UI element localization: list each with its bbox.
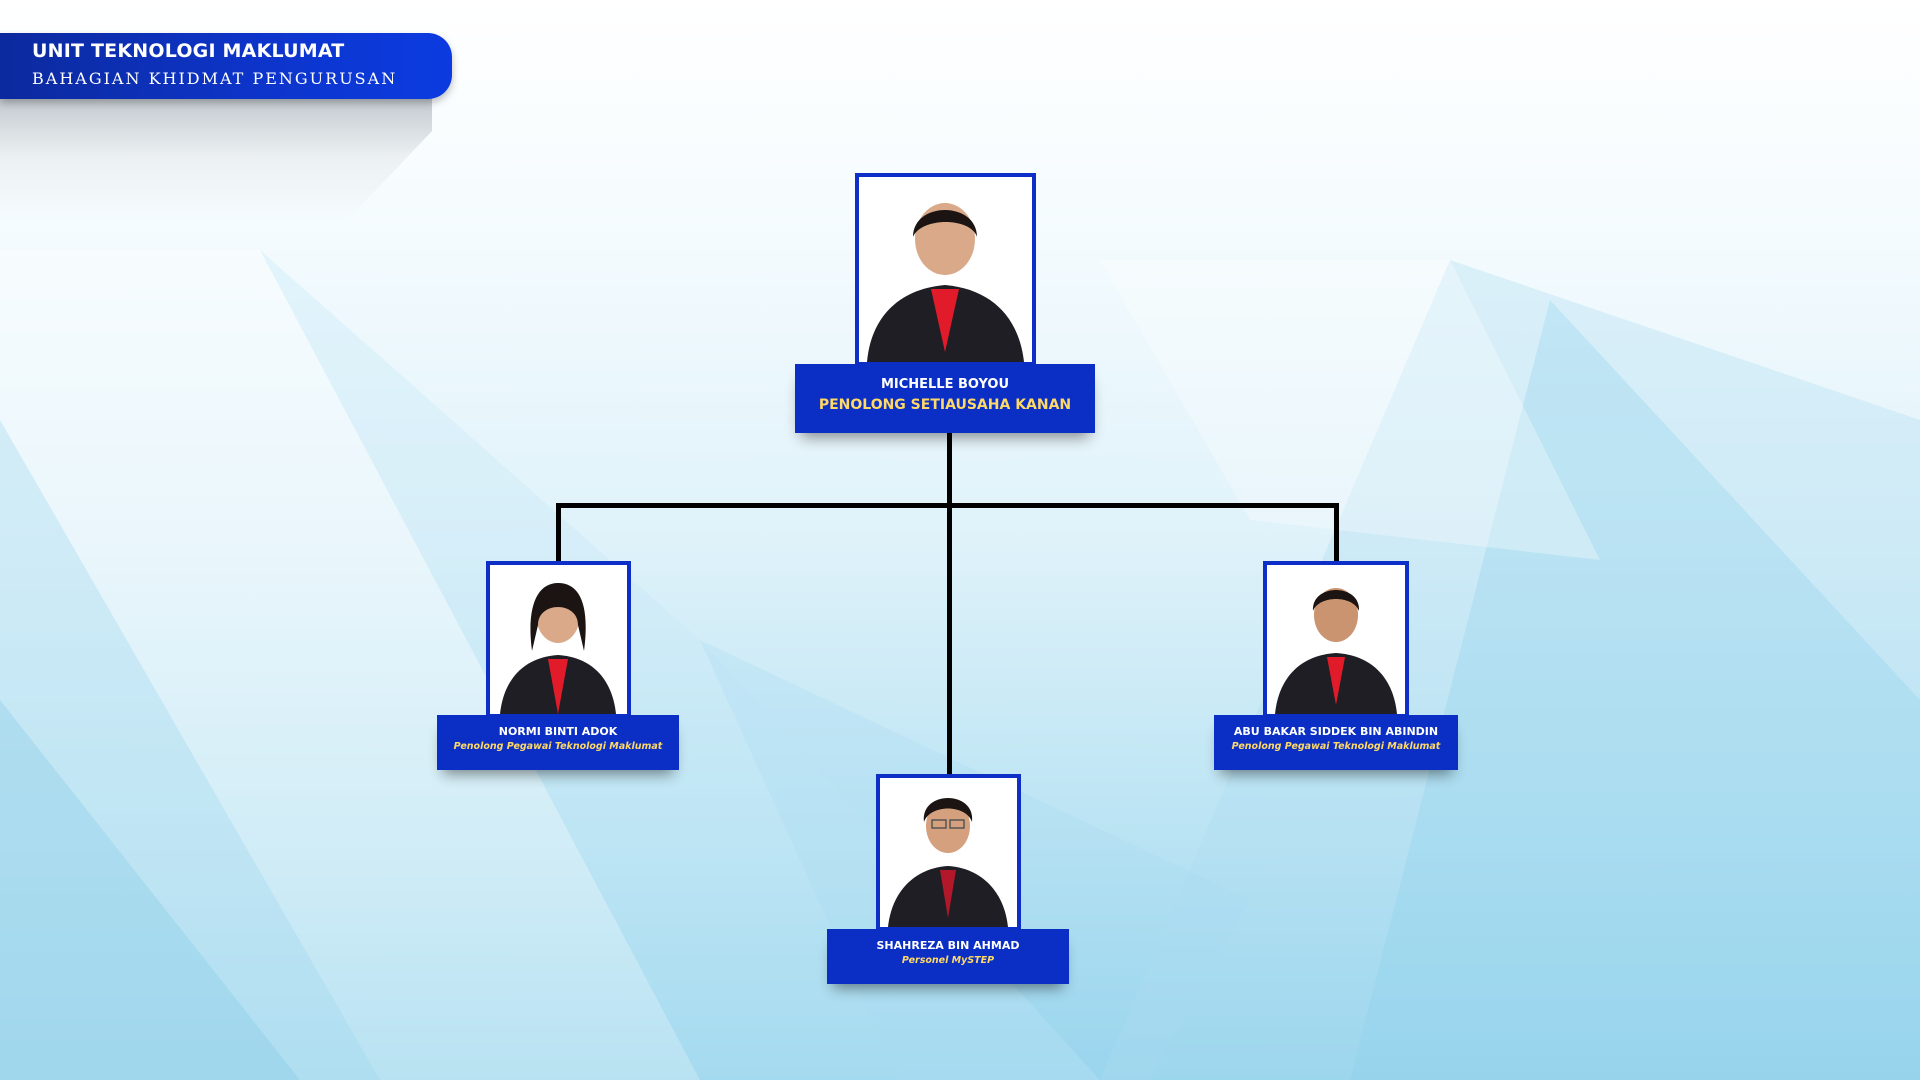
head-name: MICHELLE BOYOU [880, 377, 1010, 392]
banner-shadow [0, 92, 432, 222]
division-subtitle: BAHAGIAN KHIDMAT PENGURUSAN [32, 69, 398, 88]
connector-horizontal [556, 503, 1339, 508]
photo-head [855, 173, 1036, 366]
photo-right [1263, 561, 1409, 718]
person-silhouette-icon [880, 778, 1017, 927]
right-name: ABU BAKAR SIDDEK BIN ABINDIN [1233, 725, 1439, 738]
unit-title: UNIT TEKNOLOGI MAKLUMAT [32, 40, 345, 62]
right-role: Penolong Pegawai Teknologi Maklumat [1231, 741, 1441, 752]
photo-center [876, 774, 1021, 931]
center-name: SHAHREZA BIN AHMAD [876, 939, 1020, 952]
person-silhouette-icon [1267, 565, 1405, 714]
photo-left [486, 561, 631, 718]
left-name: NORMI BINTI ADOK [498, 725, 618, 738]
label-head: MICHELLE BOYOU PENOLONG SETIAUSAHA KANAN [795, 364, 1095, 433]
label-center: SHAHREZA BIN AHMAD Personel MySTEP [827, 929, 1069, 984]
connector-head-trunk [947, 433, 952, 779]
label-right: ABU BAKAR SIDDEK BIN ABINDIN Penolong Pe… [1214, 715, 1458, 770]
header-banner: UNIT TEKNOLOGI MAKLUMAT BAHAGIAN KHIDMAT… [0, 33, 452, 99]
head-role: PENOLONG SETIAUSAHA KANAN [818, 397, 1072, 413]
connector-left-drop [556, 503, 561, 561]
center-role: Personel MySTEP [901, 955, 995, 966]
label-left: NORMI BINTI ADOK Penolong Pegawai Teknol… [437, 715, 679, 770]
connector-right-drop [1334, 503, 1339, 561]
person-silhouette-icon [490, 565, 627, 714]
person-silhouette-icon [859, 177, 1032, 362]
left-role: Penolong Pegawai Teknologi Maklumat [453, 741, 663, 752]
